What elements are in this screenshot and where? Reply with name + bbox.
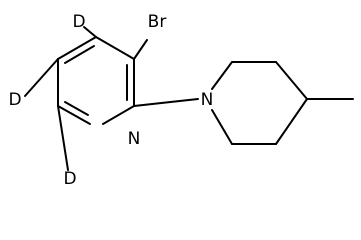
bond-c2-npip [133,98,199,107]
bond-c3-c4 [95,36,135,60]
bond-c3-br [133,39,148,60]
chemical-structure: Br D D D N N [8,12,354,189]
bond-c4-d [83,26,97,38]
bond-c6-d [57,105,69,171]
atom-label-bromine: Br [148,12,167,32]
bond-c5-d [24,58,59,97]
atom-label-deuterium-top: D [72,12,85,32]
bond-ce-npip [211,109,233,145]
double-bond-c4-c5 [64,45,95,64]
atom-label-deuterium-bottom: D [63,169,76,189]
bond-cb-cc [275,61,308,100]
bond-npip-ca [211,61,233,90]
atom-label-piperidine-nitrogen: N [201,90,214,110]
bonds [24,26,354,171]
double-bond-c6-n1-inner [64,101,89,116]
bond-cc-cd [275,98,308,145]
bond-n1-c2 [102,105,135,125]
atom-labels: Br D D D N N [8,12,213,189]
bond-c4-c5 [57,36,97,60]
bond-c6-n1 [57,105,91,125]
atom-label-pyridine-nitrogen: N [128,129,141,149]
atom-label-deuterium-left: D [8,90,21,110]
